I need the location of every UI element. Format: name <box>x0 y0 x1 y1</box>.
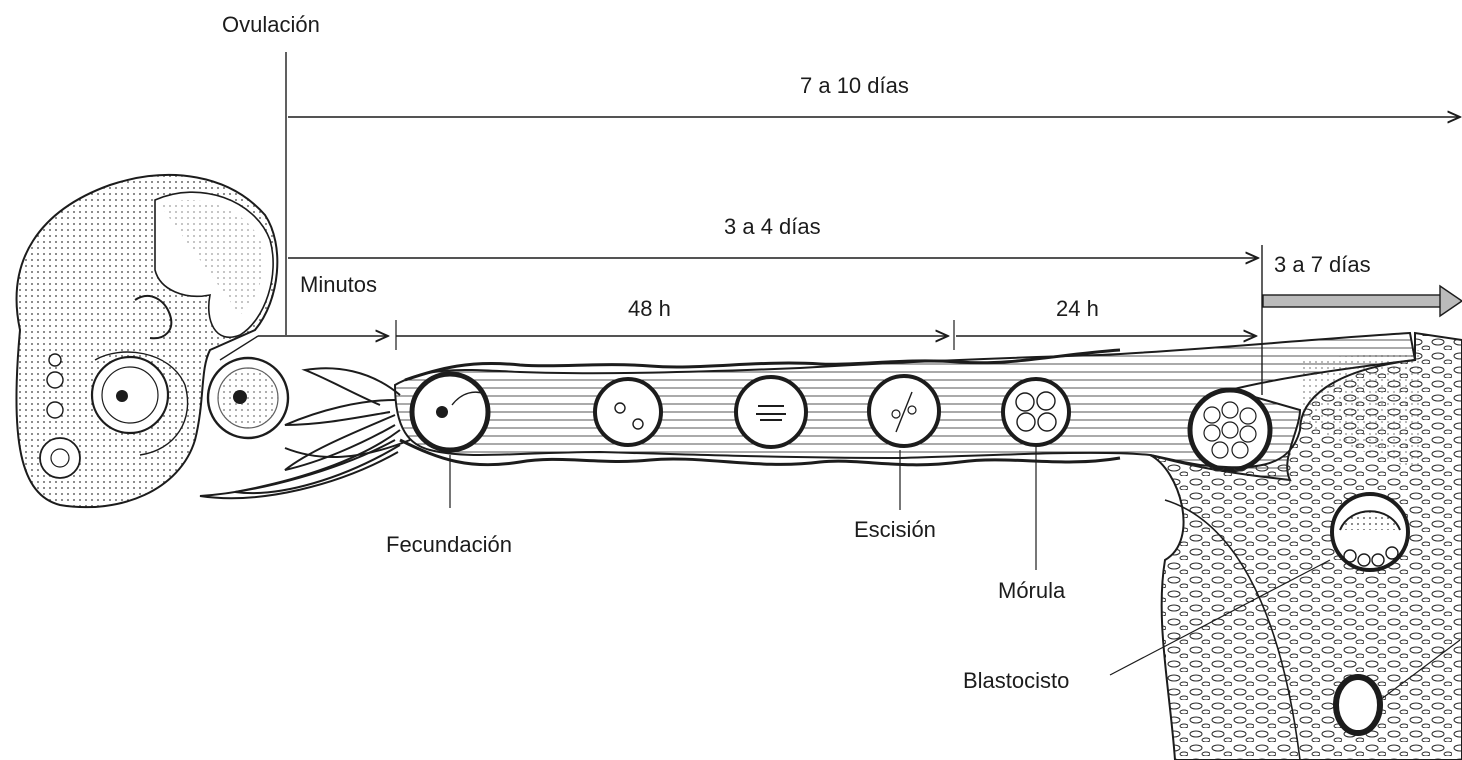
label-fecundacion: Fecundación <box>386 532 512 557</box>
label-minutos: Minutos <box>300 272 377 297</box>
label-24h: 24 h <box>1056 296 1099 321</box>
zygote <box>412 374 488 450</box>
label-ovulacion: Ovulación <box>222 12 320 37</box>
uterine-phase-arrow <box>1263 286 1462 316</box>
label-span-total: 7 a 10 días <box>800 73 909 98</box>
implanting-blastocyst <box>1336 677 1380 733</box>
ovulated-oocyte <box>208 358 288 438</box>
two-cell-embryo <box>869 376 939 446</box>
label-span-uterus: 3 a 7 días <box>1274 252 1371 277</box>
blastocyst <box>1332 494 1408 570</box>
label-escision: Escisión <box>854 517 936 542</box>
metaphase-embryo <box>736 377 806 447</box>
two-pronuclei-embryo <box>595 379 661 445</box>
label-blastocisto: Blastocisto <box>963 668 1069 693</box>
morula-embryo <box>1190 390 1270 470</box>
label-morula: Mórula <box>998 578 1066 603</box>
four-cell-embryo <box>1003 379 1069 445</box>
label-48h: 48 h <box>628 296 671 321</box>
label-span-tube: 3 a 4 días <box>724 214 821 239</box>
ovary <box>16 175 277 507</box>
